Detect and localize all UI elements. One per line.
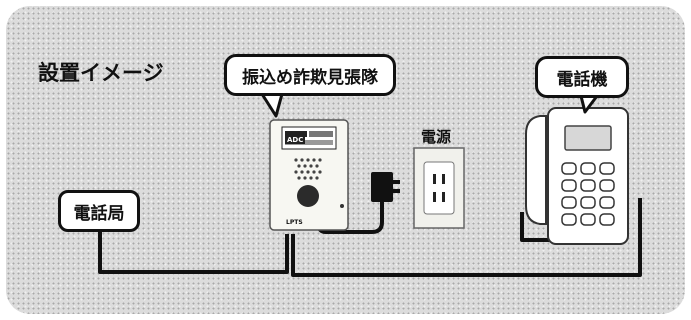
device-illustration: LPTS xyxy=(269,119,349,231)
line-office-to-device xyxy=(98,228,289,274)
device-callout-pointer xyxy=(260,92,284,118)
telephone-illustration xyxy=(525,107,629,245)
diagram-heading: 設置イメージ xyxy=(38,61,164,85)
device-speaker-grille xyxy=(294,158,322,180)
line-device-to-telephone xyxy=(291,198,642,277)
device-button xyxy=(297,185,319,207)
office-label-box: 電話局 xyxy=(58,190,140,232)
line-phone-handset-cord xyxy=(520,212,556,242)
device-label-box: 振込め詐欺見張隊 xyxy=(224,54,396,96)
power-label: 電源 xyxy=(421,128,452,146)
device-panel-text: ADC xyxy=(285,136,306,144)
device-brand-text: LPTS xyxy=(286,219,303,226)
telephone-keypad xyxy=(561,162,615,226)
ac-adapter-illustration xyxy=(371,172,400,202)
wall-outlet-illustration xyxy=(413,147,465,229)
telephone-label-box: 電話機 xyxy=(535,56,629,98)
